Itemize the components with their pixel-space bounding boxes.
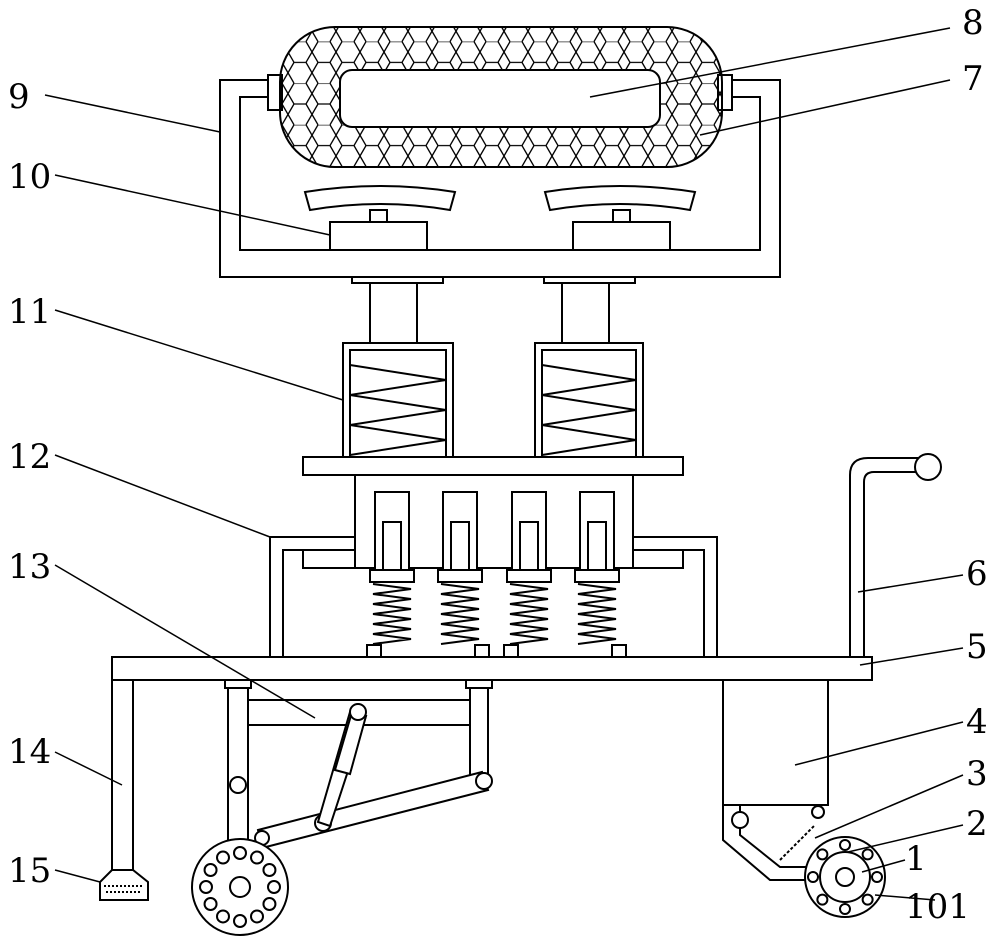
slider [438, 492, 489, 657]
wheel-hole [808, 872, 818, 882]
label-1: 1 [905, 839, 927, 879]
slider [575, 492, 626, 657]
slider [504, 492, 551, 657]
label-8: 8 [962, 3, 984, 43]
label-14: 14 [8, 732, 51, 772]
wheel-hole [205, 898, 217, 910]
wheel-hole [217, 852, 229, 864]
wheel-holes [200, 840, 882, 927]
wheel-hole [251, 910, 263, 922]
housing [270, 457, 717, 657]
label-11: 11 [8, 292, 51, 332]
wheel-hole [217, 910, 229, 922]
base-plate [112, 657, 872, 680]
label-12: 12 [8, 437, 51, 477]
label-6: 6 [966, 554, 988, 594]
brush-assembly [723, 680, 885, 917]
label-15: 15 [8, 851, 51, 891]
wheel-linkage [192, 680, 492, 935]
wheel-hole [251, 852, 263, 864]
sliders [367, 492, 626, 657]
label-5: 5 [966, 627, 988, 667]
wheel-hole [234, 915, 246, 927]
label-101: 101 [905, 887, 970, 927]
label-4: 4 [966, 702, 988, 742]
label-2: 2 [966, 804, 988, 844]
wheel-hole [817, 895, 827, 905]
handle [850, 454, 941, 657]
wheel-hole [840, 904, 850, 914]
label-13: 13 [8, 547, 51, 587]
label-9: 9 [8, 77, 30, 117]
slider [367, 492, 414, 657]
wheel-hole [205, 864, 217, 876]
label-7: 7 [962, 59, 984, 99]
wheel-hole [872, 872, 882, 882]
label-3: 3 [966, 754, 988, 794]
wheel-hole [263, 864, 275, 876]
wheel-hole [863, 895, 873, 905]
wheel-hole [268, 881, 280, 893]
wheel-hole [200, 881, 212, 893]
roller [280, 27, 722, 167]
support-leg [100, 680, 148, 900]
spring-cylinders [343, 277, 643, 457]
label-10: 10 [8, 157, 51, 197]
wheel-hole [234, 847, 246, 859]
wheel-hole [863, 849, 873, 859]
clamp-blocks [305, 186, 695, 250]
wheel-hole [817, 849, 827, 859]
wheel-hole [840, 840, 850, 850]
wheel-hole [263, 898, 275, 910]
